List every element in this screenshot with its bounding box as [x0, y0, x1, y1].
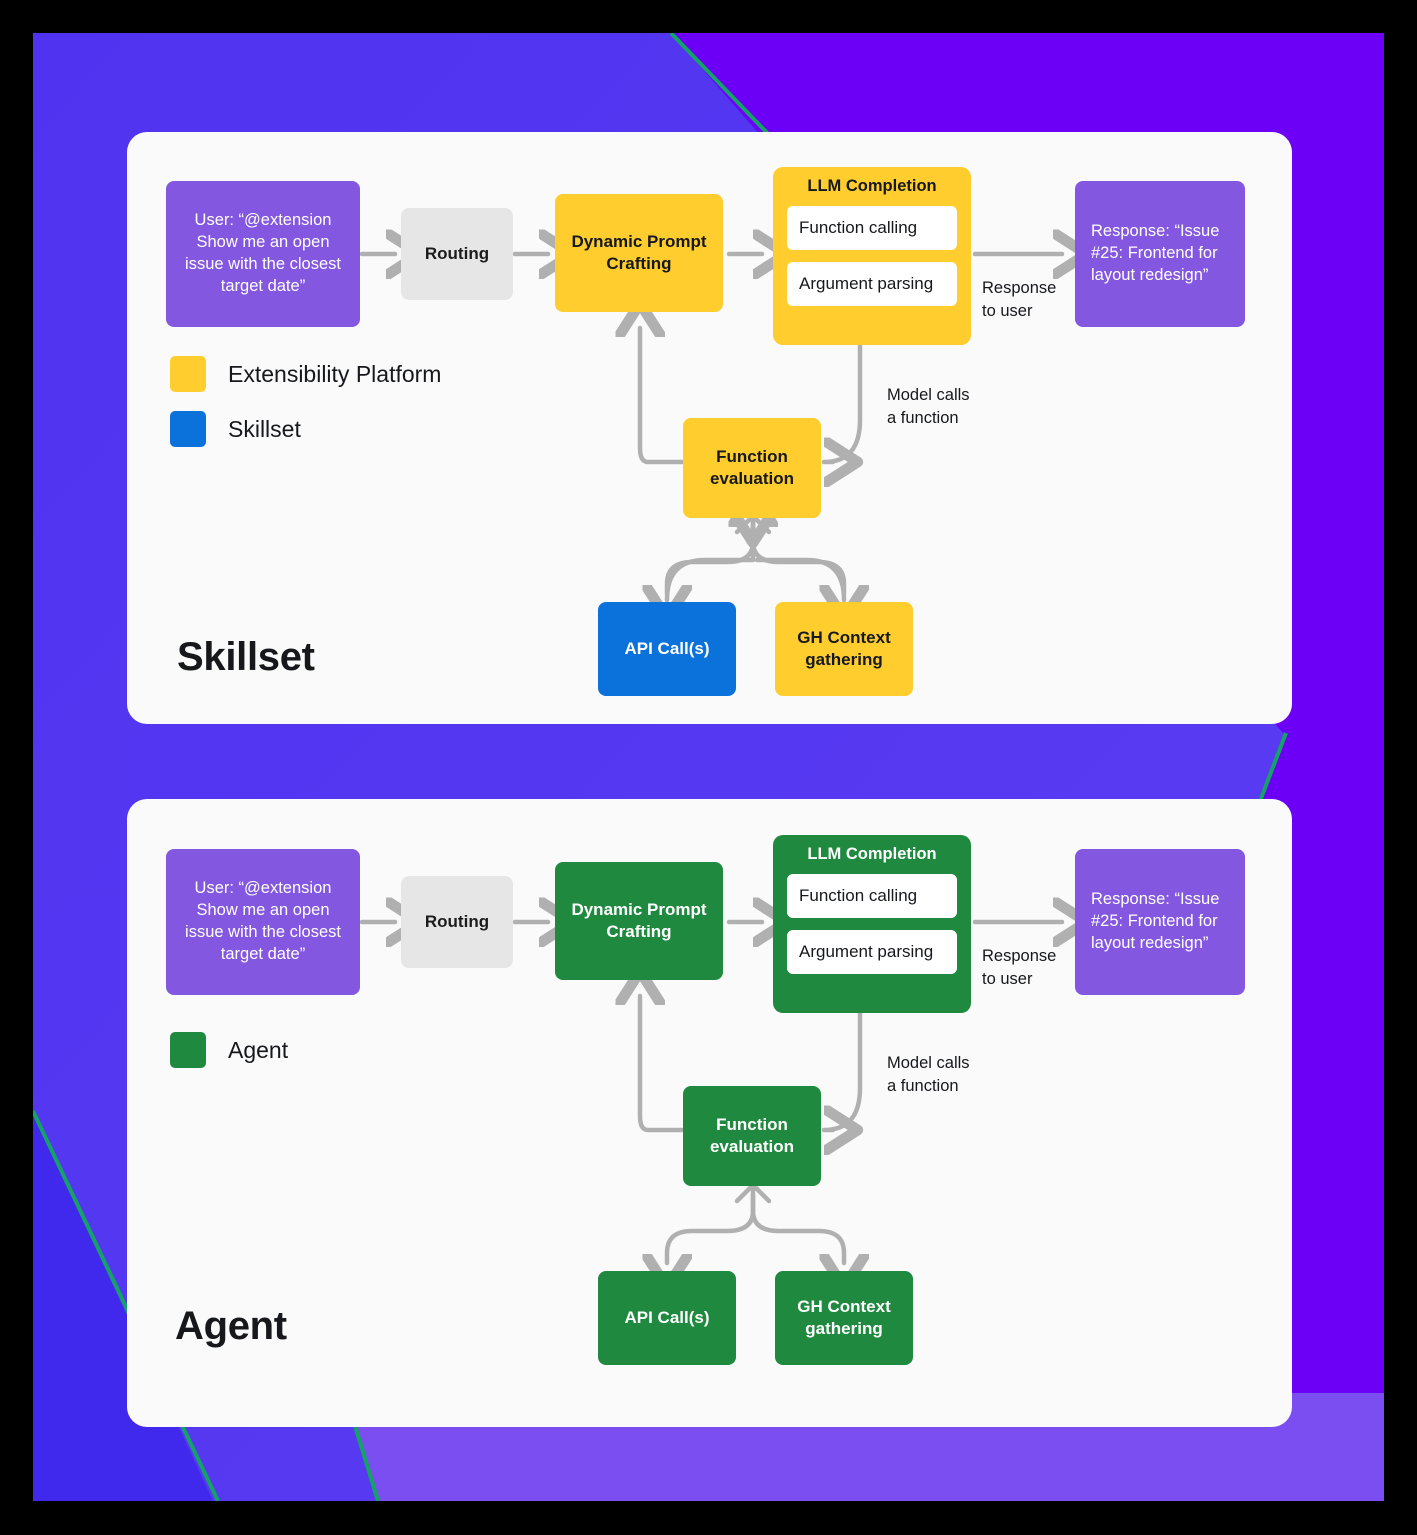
edge-label-response-to-user: Response to user — [982, 947, 1057, 989]
legend-item-agent: Agent — [170, 1032, 288, 1068]
llm-completion-title: LLM Completion — [807, 845, 937, 863]
llm-subitem-function-calling: Function calling — [787, 206, 957, 250]
node-response: Response: “Issue #25: Frontend for layou… — [1075, 181, 1245, 327]
edge-label-model-calls-a-function: Model calls a function — [887, 1054, 970, 1096]
legend-item-skillset: Skillset — [170, 411, 301, 447]
node-llm-completion: LLM Completion Function calling Argument… — [773, 835, 971, 1013]
legend-label-skillset: Skillset — [228, 415, 301, 442]
node-llm-completion: LLM Completion Function calling Argument… — [773, 167, 971, 345]
panel-agent: User: “@extension Show me an open issue … — [127, 799, 1292, 1427]
legend-swatch-extensibility-platform — [170, 356, 206, 392]
legend-swatch-skillset — [170, 411, 206, 447]
llm-subitem-argument-parsing: Argument parsing — [787, 930, 957, 974]
legend-label-extensibility-platform: Extensibility Platform — [228, 360, 442, 387]
llm-subitem-argument-parsing: Argument parsing — [787, 262, 957, 306]
node-user-prompt: User: “@extension Show me an open issue … — [166, 849, 360, 995]
llm-completion-title: LLM Completion — [807, 177, 937, 195]
node-api-calls: API Call(s) — [598, 1271, 736, 1365]
node-routing: Routing — [401, 876, 513, 968]
edge-label-response-to-user: Response to user — [982, 279, 1057, 321]
node-user-prompt: User: “@extension Show me an open issue … — [166, 181, 360, 327]
edge-label-model-calls-a-function: Model calls a function — [887, 386, 970, 428]
node-routing: Routing — [401, 208, 513, 300]
node-dynamic-prompt-crafting: Dynamic Prompt Crafting — [555, 862, 723, 980]
legend-swatch-agent — [170, 1032, 206, 1068]
llm-subitem-function-calling: Function calling — [787, 874, 957, 918]
node-dynamic-prompt-crafting: Dynamic Prompt Crafting — [555, 194, 723, 312]
legend-label-agent: Agent — [228, 1036, 289, 1063]
node-function-evaluation: Function evaluation — [683, 1086, 821, 1186]
node-function-evaluation: Function evaluation — [683, 418, 821, 518]
panel-title-skillset: Skillset — [177, 635, 315, 679]
legend-item-extensibility-platform: Extensibility Platform — [170, 356, 441, 392]
panel-skillset: User: “@extension Show me an open issue … — [127, 132, 1292, 724]
node-gh-context-gathering: GH Context gathering — [775, 602, 913, 696]
panel-title-agent: Agent — [175, 1304, 287, 1348]
node-api-calls: API Call(s) — [598, 602, 736, 696]
node-response: Response: “Issue #25: Frontend for layou… — [1075, 849, 1245, 995]
node-gh-context-gathering: GH Context gathering — [775, 1271, 913, 1365]
